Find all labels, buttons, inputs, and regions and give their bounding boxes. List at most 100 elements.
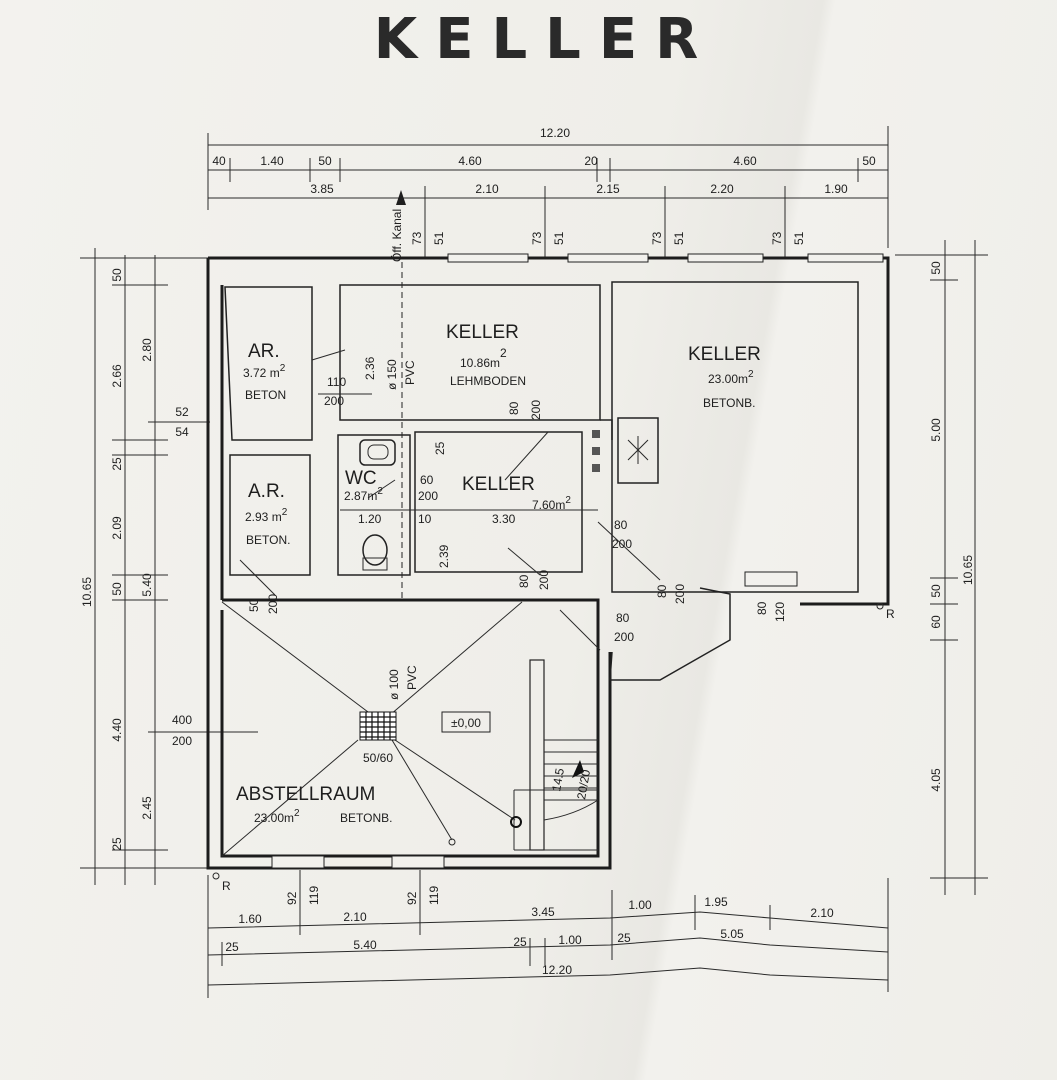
plan-title: KELLER (374, 7, 716, 72)
keller-right-name: KELLER (688, 344, 761, 365)
opening8-b: 200 (612, 537, 632, 551)
dim-top-r3-3: 2.20 (710, 182, 734, 196)
opening11-a: 50 (247, 598, 261, 612)
ar2-area-text: 2.93 m2 (245, 507, 288, 524)
corner-r1: R (222, 879, 231, 893)
dim-bottom-r2-3: 1.00 (558, 933, 582, 947)
dim-bottom-win1-b: 119 (307, 886, 321, 905)
opening3: 2.36 (363, 356, 377, 380)
dim-left-inner-2: 25 (110, 457, 124, 471)
opening7-c: 3.30 (492, 512, 516, 526)
ar2-unit: m (272, 510, 282, 524)
drain-diagonals (221, 601, 523, 857)
left-dimension-lines (80, 248, 258, 885)
keller-right-unit: m (738, 372, 748, 386)
ar2-floor: BETON. (246, 533, 290, 547)
dim-left-inner-4: 50 (110, 582, 124, 596)
corner-r2: R (886, 607, 895, 621)
dim-bottom-r2-2: 25 (513, 935, 527, 949)
opening14-a: 80 (755, 601, 769, 615)
dim-top-r3-1: 2.10 (475, 182, 499, 196)
wc-sup: 2 (377, 486, 383, 497)
opening2-b: 200 (324, 394, 344, 408)
dim-win3-b: 51 (672, 231, 686, 245)
opening4-a: 80 (507, 401, 521, 415)
ar1-name: AR. (248, 341, 280, 362)
keller-mid-unit: m (555, 498, 565, 512)
keller-mid-sup: 2 (565, 495, 571, 506)
opening13-a: 80 (655, 584, 669, 598)
dim-opening1-b: 54 (175, 425, 189, 439)
dim-left-mid-1: 5.40 (140, 573, 154, 597)
stair-label: 14.5 (549, 767, 567, 793)
dim-win4-b: 51 (792, 231, 806, 245)
dim-bottom-r1-2: 3.45 (531, 905, 555, 919)
keller-top-name: KELLER (446, 322, 519, 343)
dim-opening1-a: 52 (175, 405, 189, 419)
right-dimension-lines (895, 240, 988, 895)
opening10-a: 80 (517, 574, 531, 588)
boiler-icon (592, 417, 659, 484)
opening7-a: 1.20 (358, 512, 382, 526)
dim-top-r3-4: 1.90 (824, 182, 848, 196)
dim-left-total: 10.65 (80, 577, 94, 607)
windows (271, 253, 884, 869)
dim-bottom-win2-b: 119 (427, 886, 441, 905)
dim-bottom-r1-4: 1.95 (704, 895, 728, 909)
dim-left-mid-0: 2.80 (140, 338, 154, 362)
wc-area-text: 2.87m2 (344, 486, 383, 503)
pipe2-material: PVC (405, 665, 419, 690)
level-marker-box (441, 711, 491, 733)
dim-win1-a: 73 (410, 231, 424, 245)
opening12-b: 200 (614, 630, 634, 644)
ar2-area: 2.93 (245, 510, 269, 524)
ar1-sup: 2 (280, 363, 286, 374)
level-marker: ±0,00 (451, 716, 481, 730)
abstellraum-sup: 2 (294, 808, 300, 819)
dim-top-r2-1: 1.40 (260, 154, 284, 168)
stair-ratio-label: 20/20 (574, 768, 593, 800)
abstellraum-area: 23.00 (254, 811, 284, 825)
ar1-unit: m (270, 366, 280, 380)
kanal-label: Öff. Kanal (390, 209, 404, 262)
keller-mid-area-text: 7.60m2 (532, 495, 571, 512)
dim-top-r2-4: 20 (584, 154, 598, 168)
dim-left-inner-1: 2.66 (110, 364, 124, 388)
dim-bottom-total: 12.20 (542, 963, 572, 977)
keller-top-sup: 2 (500, 346, 507, 360)
dim-top-total: 12.20 (540, 126, 570, 140)
dim-bottom-r1-5: 2.10 (810, 906, 834, 920)
dim-right-inner-4: 4.05 (929, 768, 943, 792)
opening4-b: 200 (529, 400, 543, 420)
dim-bottom-r2-5: 5.05 (720, 927, 744, 941)
keller-right-area-text: 23.00m2 (708, 369, 754, 386)
dim-right-inner-2: 50 (929, 584, 943, 598)
dim-top-r2-0: 40 (212, 154, 226, 168)
wc-unit: m (367, 489, 377, 503)
dim-left-inner-0: 50 (110, 268, 124, 282)
dim-bottom-r1-3: 1.00 (628, 898, 652, 912)
corner-marker-1 (212, 872, 220, 880)
dim-win4-a: 73 (770, 231, 784, 245)
opening7-b: 10 (418, 512, 432, 526)
keller-top-area: 10.86 (460, 356, 490, 370)
ar1-area-text: 3.72 m2 (243, 363, 286, 380)
keller-right-sup: 2 (748, 369, 754, 380)
dim-left-inner-3: 2.09 (110, 516, 124, 540)
dim-bottom-r1-0: 1.60 (238, 912, 262, 926)
dim-top-r3-2: 2.15 (596, 182, 620, 196)
opening14-b: 120 (773, 602, 787, 622)
dim-top-r3-0: 3.85 (310, 182, 334, 196)
opening8-a: 80 (614, 518, 628, 532)
ar2-sup: 2 (282, 507, 288, 518)
wc-name: WC (345, 468, 377, 489)
abstellraum-floor: BETONB. (340, 811, 392, 825)
dim-left-mid-2: 2.45 (140, 796, 154, 820)
dim-left-inner-6: 25 (110, 837, 124, 851)
dim-bottom-win1-a: 92 (285, 891, 299, 905)
keller-mid-area: 7.60 (532, 498, 556, 512)
opening5-a: 60 (420, 473, 434, 487)
dim-opening15-a: 400 (172, 713, 192, 727)
